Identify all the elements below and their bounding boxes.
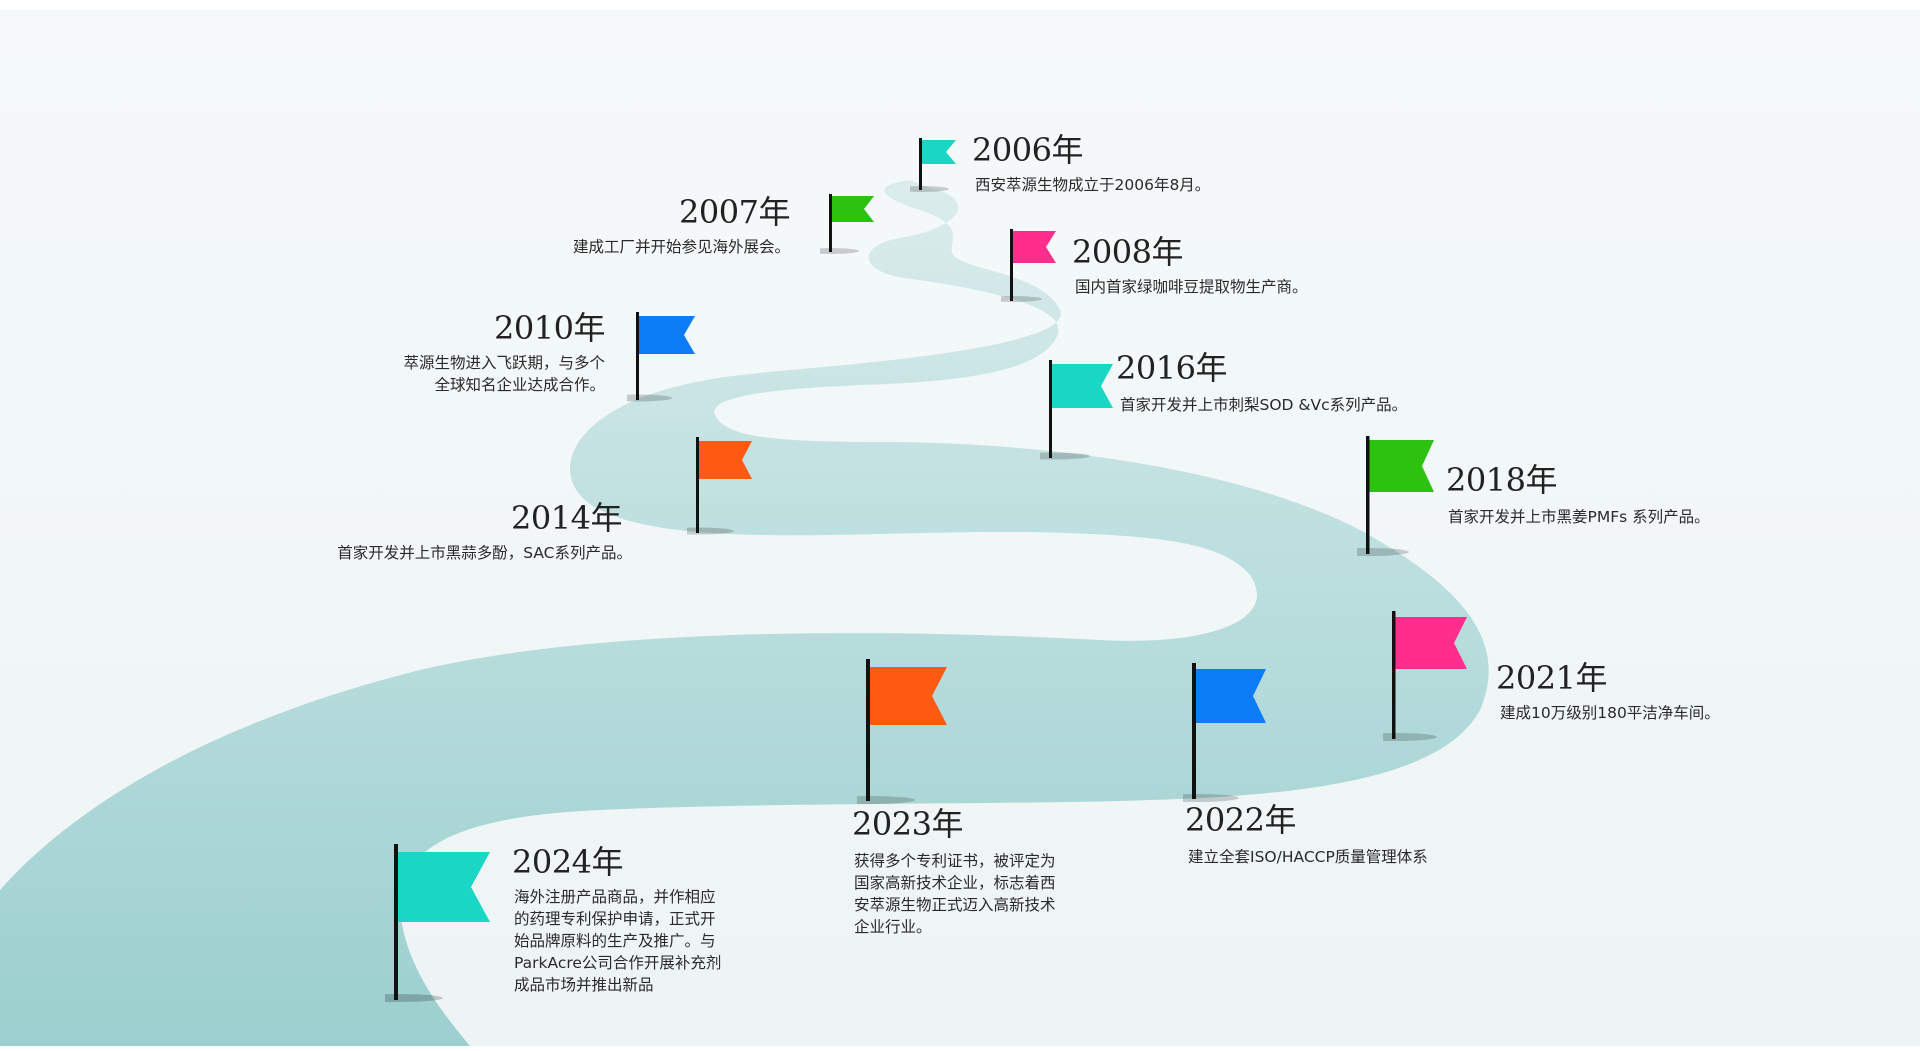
flag-icon [687, 437, 752, 535]
flag-icon [1040, 360, 1113, 460]
milestone-text: 获得多个专利证书，被评定为 国家高新技术企业，标志着西 安萃源生物正式迈入高新技… [854, 852, 1056, 936]
milestone-year: 2008年 [1072, 233, 1183, 271]
milestone-text: 建成10万级别180平洁净车间。 [1500, 704, 1720, 722]
milestone-year: 2016年 [1116, 349, 1227, 387]
flag-icon [820, 194, 874, 254]
road-shape [0, 180, 1489, 1046]
milestone-text: 萃源生物进入飞跃期，与多个 全球知名企业达成合作。 [403, 354, 605, 394]
flag-icon [1001, 229, 1056, 302]
milestone-text: 西安萃源生物成立于2006年8月。 [975, 176, 1211, 194]
milestone-text: 首家开发并上市黑蒜多酚，SAC系列产品。 [337, 544, 632, 562]
milestone-year: 2018年 [1446, 461, 1557, 499]
milestone-text: 建立全套ISO/HACCP质量管理体系 [1188, 848, 1428, 866]
milestone-text: 海外注册产品商品，并作相应 的药理专利保护申请，正式开 始品牌原料的生产及推广。… [514, 888, 722, 994]
milestone-text: 建成工厂并开始参见海外展会。 [572, 238, 790, 256]
flag-icon [1183, 663, 1266, 802]
timeline-canvas: 2006年 西安萃源生物成立于2006年8月。 2007年 建成工厂并开始参见海… [0, 10, 1920, 1046]
milestone-year: 2014年 [511, 499, 622, 537]
winding-road [0, 180, 1489, 1046]
flag-icon [1383, 611, 1467, 741]
milestone-year: 2010年 [494, 309, 605, 347]
milestone-year: 2023年 [852, 805, 963, 843]
flag-icon [627, 312, 695, 402]
flag-icon [910, 138, 956, 192]
milestone-year: 2007年 [679, 193, 790, 231]
milestone-year: 2021年 [1496, 659, 1607, 697]
milestone-text: 首家开发并上市黑姜PMFs 系列产品。 [1448, 508, 1710, 526]
milestone-text: 国内首家绿咖啡豆提取物生产商。 [1075, 278, 1308, 296]
flag-icon [857, 659, 947, 804]
flag-icon [1357, 436, 1434, 556]
milestone-year: 2022年 [1185, 801, 1296, 839]
milestone-year: 2024年 [512, 843, 623, 881]
milestone-year: 2006年 [972, 131, 1083, 169]
flag-icon [385, 844, 490, 1002]
milestone-text: 首家开发并上市刺梨SOD &Vc系列产品。 [1120, 396, 1408, 414]
